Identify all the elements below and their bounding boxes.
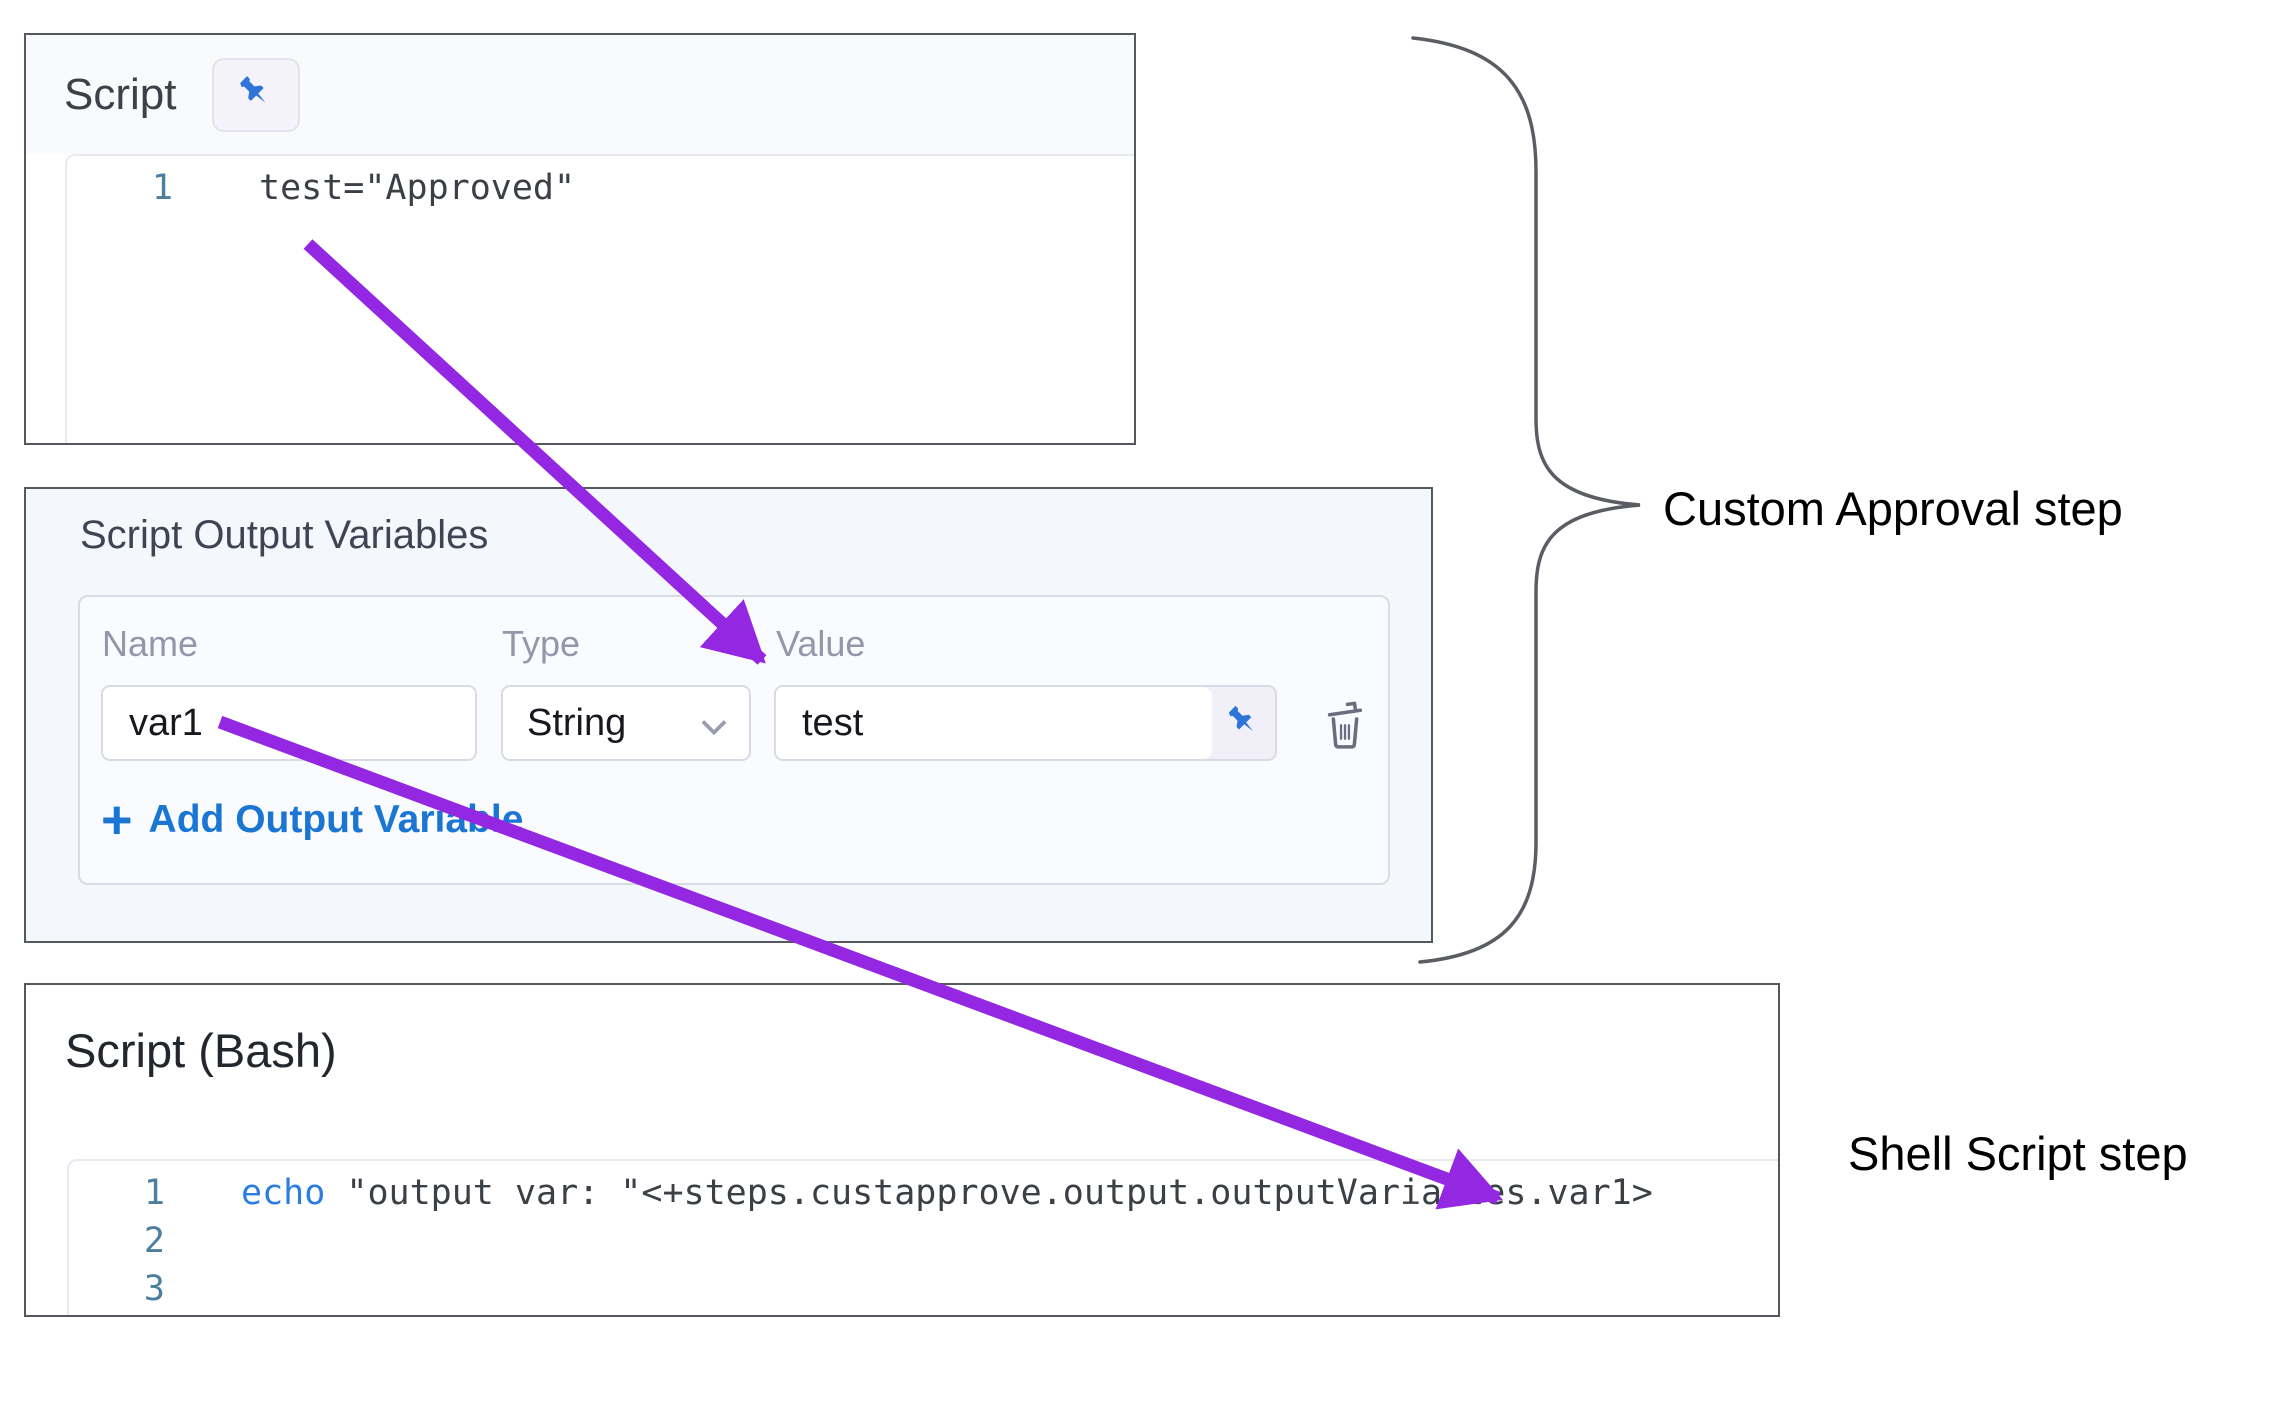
column-header-name: Name [102,623,199,664]
value-pin-button[interactable] [1212,687,1275,759]
variable-name-value: var1 [129,701,203,744]
code-rest: "output var: "<+steps.custapprove.output… [325,1173,1653,1213]
code-line: 1 echo "output var: "<+steps.custapprove… [69,1169,1778,1217]
bash-code-editor[interactable]: 1 echo "output var: "<+steps.custapprove… [67,1159,1778,1315]
output-variables-panel: Script Output Variables Name Type Value … [24,487,1433,943]
variable-value-group: test [774,685,1277,761]
plus-icon: + [101,790,133,850]
script-panel: Script 1 test="Approved" [24,33,1136,445]
line-number: 3 [143,1269,165,1309]
keyword-echo: echo [241,1173,326,1213]
script-code-editor[interactable]: 1 test="Approved" [65,154,1134,443]
variable-type-value: String [527,701,627,744]
custom-approval-step-label: Custom Approval step [1663,482,2123,535]
code-line: 3 [69,1265,1778,1313]
bash-script-panel: Script (Bash) 1 echo "output var: "<+ste… [24,983,1780,1317]
bash-panel-title: Script (Bash) [65,1024,337,1077]
pin-icon [1224,701,1264,746]
shell-script-step-label: Shell Script step [1848,1127,2188,1180]
script-panel-header: Script [26,35,1134,154]
code-text: echo "output var: "<+steps.custapprove.o… [241,1169,1653,1217]
column-header-type: Type [502,623,581,664]
pin-icon [235,71,277,118]
code-line: 1 test="Approved" [67,164,1134,212]
trash-icon [1320,701,1370,755]
output-variables-card: Name Type Value var1 String test [78,595,1390,885]
line-number: 1 [143,1173,165,1213]
variable-name-input[interactable]: var1 [101,685,477,761]
variable-value-input[interactable]: test [776,687,1212,759]
curly-brace [1411,36,1641,964]
code-line: 2 [69,1217,1778,1265]
pin-toggle-button[interactable] [212,57,301,132]
chevron-down-icon [701,702,727,745]
column-header-value: Value [776,623,866,664]
add-output-variable-label: Add Output Variable [148,798,524,841]
code-text: test="Approved" [259,168,576,208]
add-output-variable-button[interactable]: + Add Output Variable [101,793,523,847]
script-panel-title: Script [64,69,177,119]
line-number: 2 [143,1221,165,1261]
variable-value-text: test [802,701,864,744]
line-number: 1 [151,168,173,208]
delete-variable-button[interactable] [1320,699,1370,751]
output-variables-title: Script Output Variables [80,513,489,557]
variable-type-select[interactable]: String [501,685,751,761]
